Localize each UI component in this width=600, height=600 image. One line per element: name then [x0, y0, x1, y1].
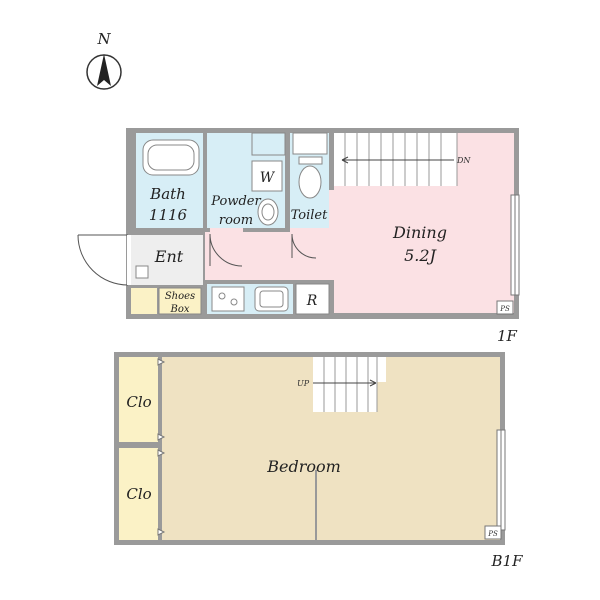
floor-b1f-level-label: B1F [491, 552, 524, 570]
bathtub-icon [142, 139, 200, 176]
shoes-box-left [131, 288, 157, 314]
floor-b1f: UP PS Clo Clo Bedroom B1F [114, 352, 523, 570]
closet-top [119, 357, 158, 442]
compass: N [86, 30, 122, 90]
bath-label: Bath [149, 185, 186, 203]
ps-label-1f: PS [499, 305, 510, 313]
floor-1f: DN PS Bath 1116 Powde [77, 128, 520, 345]
bath-size-label: 1116 [149, 206, 188, 224]
entrance-label: Ent [154, 247, 184, 266]
powder-room-cabinet [251, 132, 286, 156]
floor-1f-level-label: 1F [497, 327, 518, 345]
bedroom-label: Bedroom [266, 457, 341, 476]
stove-icon [211, 286, 245, 312]
closet-door-markers [157, 358, 166, 536]
stairs-dn-label: DN [456, 156, 471, 165]
shoes-box [158, 287, 202, 315]
closet-top-label: Clo [126, 393, 151, 411]
dining-label: Dining [392, 223, 447, 242]
closet-bottom [119, 448, 158, 540]
entrance-door-opening[interactable] [127, 235, 131, 285]
entrance-door-swing [77, 234, 129, 286]
ps-label-b1f: PS [487, 530, 498, 538]
closet-bottom-label: Clo [126, 485, 151, 503]
stairs-up-label: UP [297, 379, 310, 388]
toilet-tank-icon [298, 156, 323, 165]
dining-size-label: 5.2J [404, 246, 437, 265]
shoes-box-label-line2: Box [169, 304, 189, 315]
ps-box-b1f [484, 525, 502, 540]
entrance-step [135, 265, 149, 279]
arrow-left-icon [341, 156, 349, 164]
fridge-space [295, 283, 330, 315]
washer-space [251, 160, 283, 192]
powder-room-label-line1: Powder [210, 194, 261, 209]
washer-label: W [260, 170, 276, 186]
ps-box-1f [496, 300, 514, 315]
shoes-box-label-line1: Shoes [165, 291, 195, 302]
toilet-shelf [292, 132, 328, 155]
toilet-bowl-icon [298, 165, 322, 199]
toilet-label: Toilet [291, 208, 328, 223]
dining-area [205, 133, 514, 313]
sink-icon [257, 198, 279, 226]
north-arrow-icon [97, 54, 111, 86]
fridge-label: R [306, 293, 318, 309]
powder-room-label-line2: room [219, 213, 253, 228]
compass-north-letter: N [96, 30, 111, 48]
kitchen-sink-icon [254, 286, 289, 312]
arrow-right-icon [369, 379, 377, 387]
